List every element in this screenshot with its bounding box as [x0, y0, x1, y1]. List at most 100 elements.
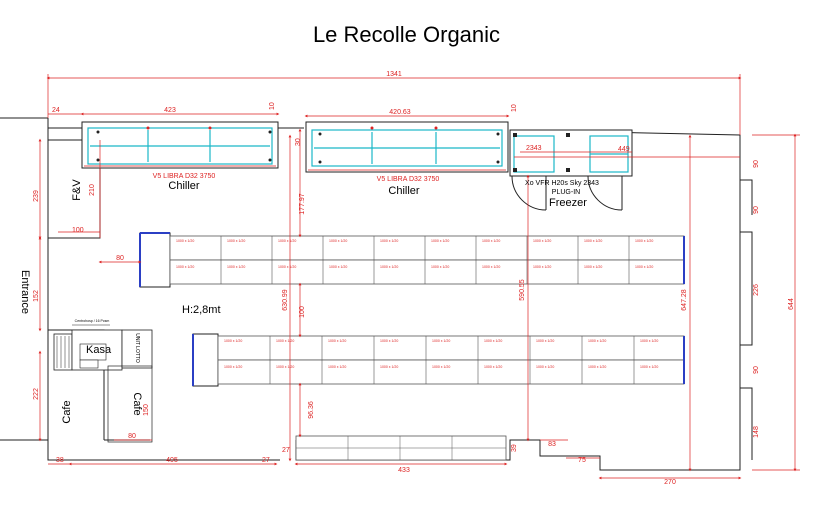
dim-152: 152 — [33, 290, 40, 302]
chiller-right — [305, 121, 509, 173]
svg-text:1000 x 1/20: 1000 x 1/20 — [536, 365, 554, 369]
svg-text:1000 x 1/20: 1000 x 1/20 — [432, 365, 450, 369]
dim-433: 433 — [398, 467, 410, 474]
dim-644: 644 — [788, 298, 795, 310]
ceiling-height-label: H:2,8mt — [182, 304, 221, 316]
dim-630: 630.99 — [282, 289, 289, 311]
chiller-left — [81, 121, 279, 169]
page-title: Le Recolle Organic — [312, 22, 501, 47]
lotto-label: UNIT LOTTO — [134, 333, 140, 363]
dim-10a: 10 — [269, 102, 276, 110]
svg-text:1000 x 1/20: 1000 x 1/20 — [640, 365, 658, 369]
kasa-label: Kasa — [86, 344, 112, 356]
dim-420: 420.63 — [389, 109, 411, 116]
svg-text:1000 x 1/20: 1000 x 1/20 — [484, 339, 502, 343]
area-labels: V5 LIBRA D32 3750 Chiller V5 LIBRA D32 3… — [19, 173, 599, 424]
dim-222: 222 — [33, 388, 40, 400]
svg-text:1000 x 1/20: 1000 x 1/20 — [584, 239, 602, 243]
dim-24: 24 — [52, 107, 60, 114]
chiller-left-label: Chiller — [168, 180, 200, 192]
dim-647: 647.28 — [681, 289, 688, 311]
svg-text:1000 x 1/20: 1000 x 1/20 — [176, 265, 194, 269]
dim-90c: 90 — [753, 366, 760, 374]
dim-90a: 90 — [753, 160, 760, 168]
dim-27a: 27 — [262, 457, 270, 464]
dim-80a: 80 — [116, 255, 124, 262]
dim-75: 75 — [578, 457, 586, 464]
svg-text:1000 x 1/20: 1000 x 1/20 — [328, 365, 346, 369]
svg-text:1000 x 1/20: 1000 x 1/20 — [380, 365, 398, 369]
freezer-model: Xo VFR H20s Sky 2343 — [525, 180, 599, 187]
svg-text:1000 x 1/20: 1000 x 1/20 — [482, 265, 500, 269]
svg-text:1000 x 1/20: 1000 x 1/20 — [380, 239, 398, 243]
freezer — [509, 129, 740, 211]
svg-text:1000 x 1/20: 1000 x 1/20 — [224, 365, 242, 369]
dim-590: 590.55 — [519, 279, 526, 301]
dim-total-width: 1341 — [386, 71, 402, 78]
dim-2343: 2343 — [526, 145, 542, 152]
dim-150: 150 — [143, 404, 150, 416]
dimension-lines — [38, 74, 800, 480]
svg-text:1000 x 1/20: 1000 x 1/20 — [176, 239, 194, 243]
dim-83: 83 — [548, 441, 556, 448]
svg-text:1000 x 1/20: 1000 x 1/20 — [432, 339, 450, 343]
svg-text:1000 x 1/20: 1000 x 1/20 — [584, 265, 602, 269]
dim-80b: 80 — [128, 433, 136, 440]
svg-text:1000 x 1/20: 1000 x 1/20 — [482, 239, 500, 243]
svg-text:1000 x 1/20: 1000 x 1/20 — [533, 265, 551, 269]
gondola-bottom — [192, 333, 685, 387]
dim-100a: 100 — [72, 227, 84, 234]
freezer-plugin: PLUG-IN — [552, 189, 580, 196]
svg-text:1000 x 1/20: 1000 x 1/20 — [329, 265, 347, 269]
dim-38: 38 — [56, 457, 64, 464]
entrance-label: Entrance — [19, 270, 31, 314]
dim-27b: 27 — [282, 447, 290, 454]
freezer-label: Freezer — [549, 197, 587, 209]
svg-text:1000 x 1/20: 1000 x 1/20 — [635, 265, 653, 269]
bottom-shelving — [295, 435, 507, 461]
cafe-right-label: Cafe — [131, 392, 143, 415]
svg-text:1000 x 1/20: 1000 x 1/20 — [278, 239, 296, 243]
chiller-right-label: Chiller — [388, 185, 420, 197]
svg-text:1000 x 1/20: 1000 x 1/20 — [640, 339, 658, 343]
dimension-labels: 1341 24 423 10 420.63 10 30 2343 449 239… — [33, 71, 795, 486]
svg-text:1000 x 1/20: 1000 x 1/20 — [431, 239, 449, 243]
dim-177: 177.97 — [299, 193, 306, 215]
dim-405: 405 — [166, 457, 178, 464]
svg-text:1000 x 1/20: 1000 x 1/20 — [533, 239, 551, 243]
svg-text:1000 x 1/20: 1000 x 1/20 — [276, 365, 294, 369]
dim-10b: 10 — [511, 104, 518, 112]
svg-text:1000 x 1/20: 1000 x 1/20 — [380, 339, 398, 343]
counter-label: Centrohosp / 16 Pcsm — [75, 319, 110, 323]
svg-text:1000 x 1/20: 1000 x 1/20 — [484, 365, 502, 369]
dim-423: 423 — [164, 107, 176, 114]
chiller-right-model: V5 LIBRA D32 3750 — [377, 176, 440, 183]
dim-90b: 90 — [753, 206, 760, 214]
svg-text:1000 x 1/20: 1000 x 1/20 — [224, 339, 242, 343]
svg-text:1000 x 1/20: 1000 x 1/20 — [227, 239, 245, 243]
svg-text:1000 x 1/20: 1000 x 1/20 — [380, 265, 398, 269]
dim-30: 30 — [295, 138, 302, 146]
cafe-left-label: Cafe — [61, 400, 73, 423]
svg-text:1000 x 1/20: 1000 x 1/20 — [276, 339, 294, 343]
svg-text:1000 x 1/20: 1000 x 1/20 — [635, 239, 653, 243]
svg-text:1000 x 1/20: 1000 x 1/20 — [431, 265, 449, 269]
dim-148: 148 — [753, 426, 760, 438]
dim-449: 449 — [618, 146, 630, 153]
chiller-left-model: V5 LIBRA D32 3750 — [153, 173, 216, 180]
svg-text:1000 x 1/20: 1000 x 1/20 — [329, 239, 347, 243]
gondola-top — [139, 232, 685, 288]
cash-desk — [53, 324, 153, 443]
fv-label: F&V — [71, 179, 83, 201]
svg-text:1000 x 1/20: 1000 x 1/20 — [588, 365, 606, 369]
dim-39: 39 — [511, 444, 518, 452]
svg-text:1000 x 1/20: 1000 x 1/20 — [328, 339, 346, 343]
svg-text:1000 x 1/20: 1000 x 1/20 — [588, 339, 606, 343]
svg-text:1000 x 1/20: 1000 x 1/20 — [536, 339, 554, 343]
shelf-dividers — [220, 236, 635, 384]
dim-210: 210 — [89, 184, 96, 196]
dim-96: 96.36 — [308, 401, 315, 419]
dim-226: 226 — [753, 284, 760, 296]
dim-100b: 100 — [299, 306, 306, 318]
